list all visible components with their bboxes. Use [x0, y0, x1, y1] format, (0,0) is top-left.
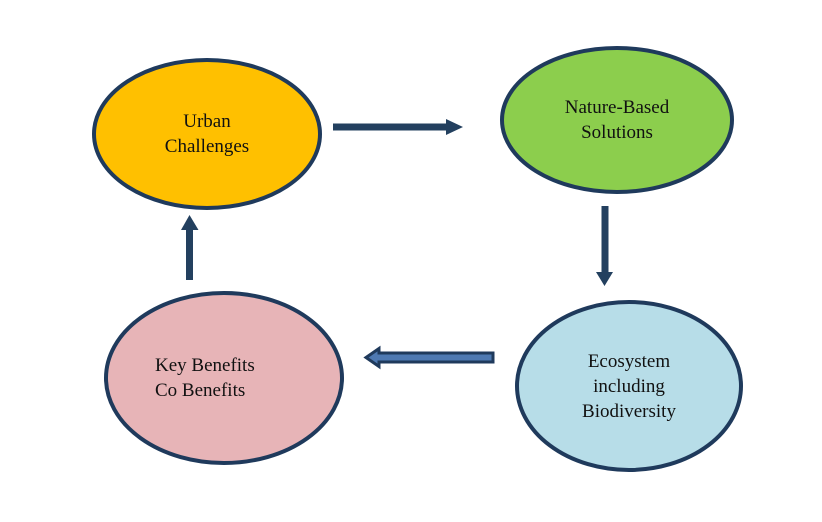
node-nature-based-solutions	[500, 46, 734, 194]
arrow-ecosystem-to-benefits	[363, 345, 495, 370]
node-urban-challenges	[92, 58, 322, 210]
node-key-benefits	[104, 291, 344, 465]
arrow-benefits-to-urban	[181, 215, 199, 280]
arrow-urban-to-solutions	[333, 119, 463, 135]
arrow-solutions-to-ecosystem	[596, 206, 613, 286]
node-ecosystem-biodiversity	[515, 300, 743, 472]
